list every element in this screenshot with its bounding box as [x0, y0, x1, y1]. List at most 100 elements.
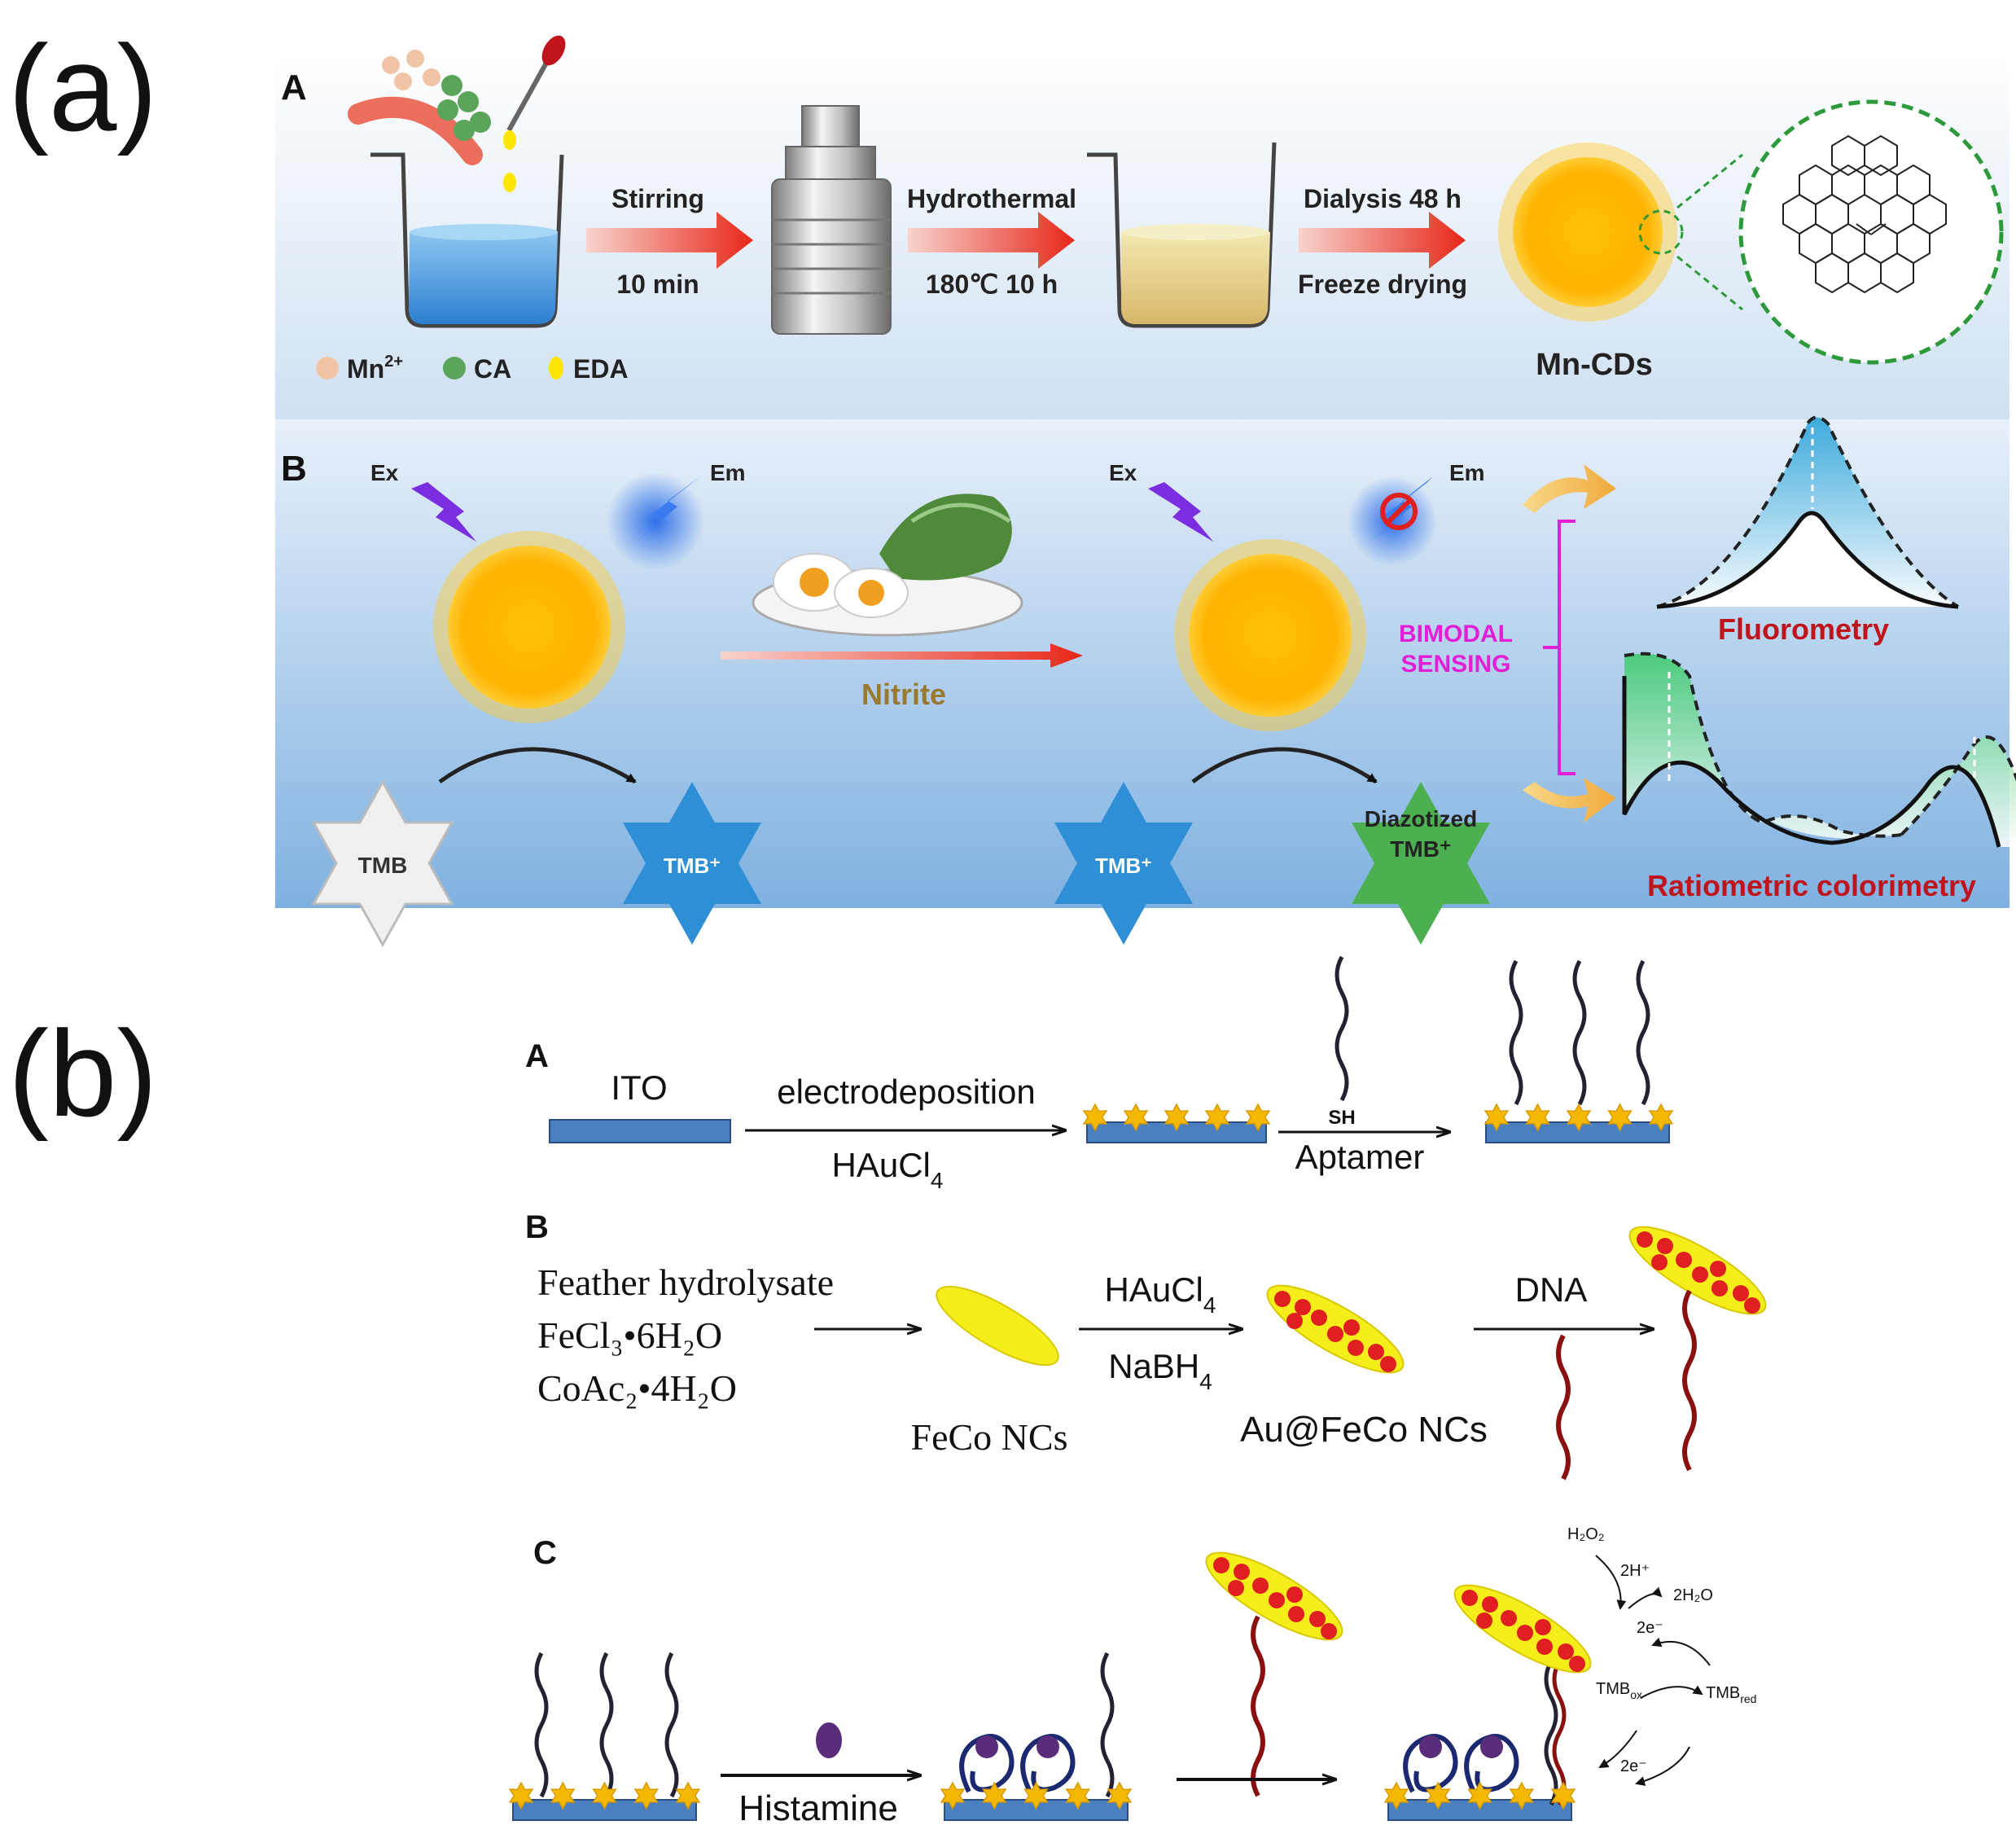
nabh4-label: NaBH4 [1108, 1347, 1212, 1394]
diazotized-label-line2: TMB⁺ [1390, 836, 1451, 862]
fecl3-label: FeCl₃•6H₂O [537, 1314, 722, 1356]
panel-a-section-a-letter: A [281, 68, 307, 107]
tmb-plus-label-right: TMB⁺ [1095, 853, 1152, 878]
excitation-bolt-icon [411, 482, 476, 542]
haucl4-label-a: HAuCl4 [832, 1146, 944, 1193]
gold-nanoparticle-icon [1164, 1103, 1190, 1132]
autoclave-icon [771, 105, 892, 335]
beaker-icon [370, 152, 564, 328]
fluorometry-spectrum [1656, 415, 1960, 609]
tmb-label: TMB [358, 853, 408, 878]
panel-label-a: (a) [8, 20, 157, 156]
histamine-molecule-icon [816, 1722, 842, 1758]
precursor-particles-icon [348, 50, 491, 165]
panel-b-section-c-letter: C [533, 1535, 557, 1571]
precursor-legend: Mn2+ CA EDA [316, 353, 629, 384]
mn-cds-particle-icon [1498, 143, 1677, 322]
gold-arrow-down-icon [1523, 778, 1616, 823]
dialysis-arrow [1299, 212, 1466, 269]
gold-nanoparticle-icon [1525, 1103, 1550, 1132]
gold-nanoparticle-icon [675, 1781, 701, 1810]
freeze-drying-label: Freeze drying [1298, 270, 1467, 299]
legend-mn-label: Mn2+ [347, 353, 403, 384]
product-beaker-icon [1087, 142, 1277, 328]
ito-label: ITO [611, 1068, 667, 1107]
nitrite-label: Nitrite [861, 678, 946, 711]
excitation-bolt-icon-right [1148, 482, 1213, 542]
h-plus-label: 2H⁺ [1620, 1562, 1650, 1580]
dna-label: DNA [1515, 1270, 1588, 1309]
panel-b-section-b-letter: B [525, 1209, 549, 1245]
histamine-label: Histamine [738, 1788, 898, 1828]
gold-nanoparticle-icon [1107, 1781, 1133, 1810]
mn-cds-particle-icon-right [1174, 539, 1366, 731]
panel-label-b: (b) [8, 1005, 157, 1142]
tmb-plus-star-icon [623, 782, 761, 945]
ex-label-left: Ex [370, 460, 399, 485]
stirring-arrow [586, 212, 753, 269]
electrodeposition-label: electrodeposition [777, 1073, 1036, 1111]
ito-electrode [549, 1119, 731, 1143]
molecular-structure-icon [1782, 134, 1947, 294]
hydrothermal-condition-label: 180℃ 10 h [926, 270, 1058, 299]
mn-dot-icon [316, 357, 339, 380]
panel-a-section-b-letter: B [281, 449, 307, 489]
h2o2-label: H₂O₂ [1567, 1525, 1605, 1543]
feco-ncs-label: FeCo NCs [911, 1416, 1068, 1458]
bimodal-label-line2: SENSING [1400, 651, 1510, 678]
gold-arrow-up-icon [1523, 464, 1616, 513]
gold-nanoparticle-icon [1023, 1781, 1049, 1810]
gold-nanoparticle-icon [1509, 1781, 1535, 1810]
au-feco-ncs-label: Au@FeCo NCs [1240, 1410, 1488, 1450]
emission-bolt-icon [607, 472, 704, 570]
panel-b-section-a-letter: A [525, 1038, 549, 1074]
gold-nanoparticle-icon [633, 1781, 660, 1810]
sandwich-electrode-icon [1387, 1584, 1592, 1821]
gold-nanoparticle-icon [1467, 1781, 1492, 1810]
gold-nanoparticle-icon [1123, 1103, 1149, 1132]
ex-label-right: Ex [1109, 460, 1137, 485]
gold-nanoparticle-icon [940, 1781, 966, 1810]
diazotized-label-line1: Diazotized [1365, 806, 1477, 831]
gold-nanoparticle-icon [1383, 1781, 1409, 1810]
stirring-time-label: 10 min [616, 270, 699, 299]
hydrothermal-arrow [908, 212, 1075, 269]
electron-label-bottom: 2e⁻ [1620, 1757, 1647, 1775]
gold-nanoparticle-icon [508, 1781, 534, 1810]
mn-cds-label: Mn-CDs [1536, 348, 1653, 382]
tmb-ox-label: TMBox [1596, 1680, 1642, 1701]
tmb-red-label: TMBred [1706, 1684, 1756, 1705]
gold-nanoparticle-icon [981, 1781, 1007, 1810]
haucl4-label-b: HAuCl4 [1105, 1270, 1216, 1318]
bimodal-bracket [1543, 520, 1576, 775]
feather-hydrolysate-label: Feather hydrolysate [537, 1261, 834, 1303]
coac2-label: CoAc₂•4H₂O [537, 1367, 737, 1409]
feco-nanocluster-icon [936, 1285, 1059, 1367]
gold-nanoparticle-icon [1484, 1103, 1510, 1132]
gold-nanoparticle-icon [1607, 1103, 1633, 1132]
gold-nanoparticle-icon [1550, 1781, 1576, 1810]
aptamer-label: Aptamer [1295, 1138, 1425, 1176]
em-label-left: Em [710, 460, 746, 485]
oxidation-arrow-left [438, 747, 637, 784]
gold-nanoparticle-icon [1648, 1103, 1674, 1132]
tmb-plus-label-left: TMB⁺ [664, 853, 721, 878]
gold-nanoparticle-icon [1082, 1103, 1108, 1132]
gold-nanoparticle-icon [1245, 1103, 1271, 1132]
legend-ca-label: CA [474, 354, 511, 384]
colorimetry-spectrum [1622, 652, 2016, 848]
diazotized-tmb-star-icon [1352, 782, 1490, 945]
au-feco-nanocluster-icon [1266, 1284, 1405, 1374]
dna-conjugate-icon [1628, 1226, 1767, 1472]
gold-nanoparticle-icon [592, 1781, 617, 1810]
electron-label-top: 2e⁻ [1637, 1619, 1663, 1637]
tmb-star-icon [311, 779, 454, 948]
gold-nanoparticle-icon [1566, 1103, 1592, 1132]
food-plate-icon [752, 494, 1023, 637]
mn-cd-structure-zoom [1638, 99, 2004, 365]
dropper-icon [503, 35, 566, 192]
dna-strand-icon [1556, 1334, 1571, 1481]
stirring-label: Stirring [611, 184, 704, 213]
fluorometry-label: Fluorometry [1718, 612, 1889, 646]
